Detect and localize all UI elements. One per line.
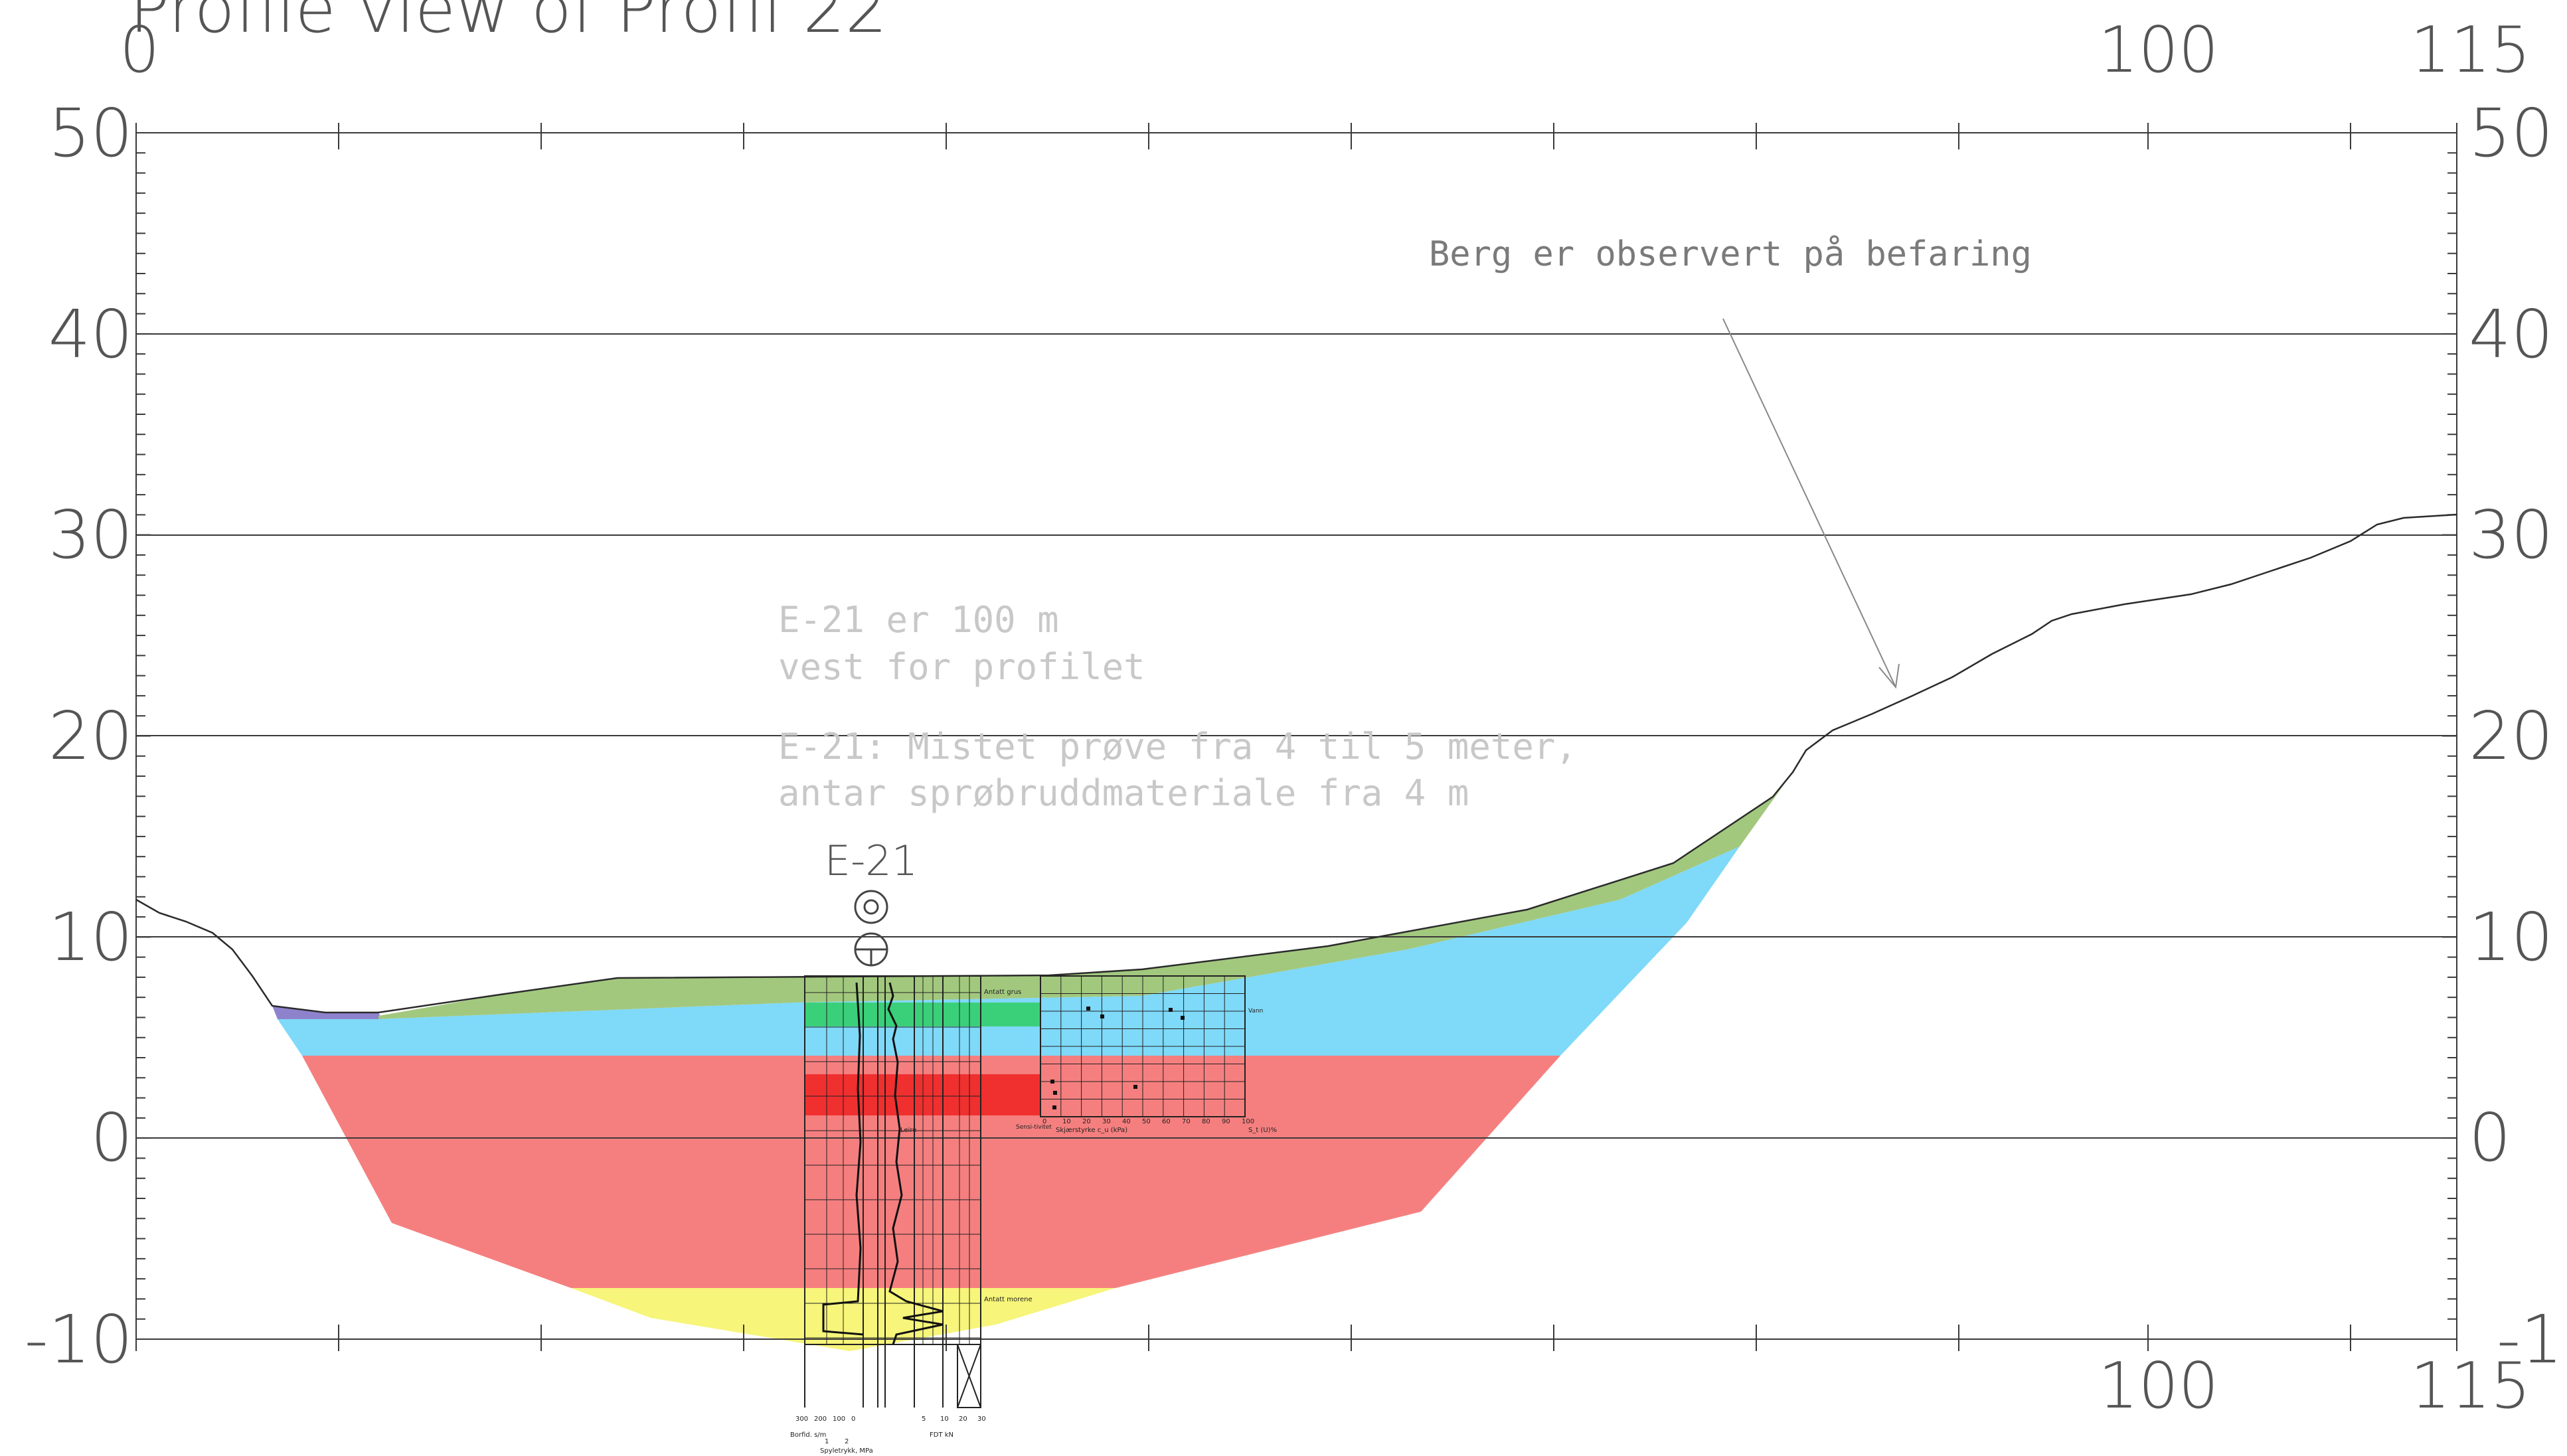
log-grid: [805, 975, 1246, 1344]
e21-lost-line1: E-21: Mistet prøve fra 4 til 5 meter,: [778, 726, 1577, 768]
borehole-circle-inner: [863, 899, 879, 915]
shear-point-5: [1050, 1080, 1054, 1084]
shear-point-3: [1169, 1008, 1173, 1012]
right-y-label-10: 10: [2469, 898, 2553, 976]
shear-scale-tick: 100: [1242, 1118, 1254, 1125]
left-y-axis-labels: 50 40 30 20 10 0 -10: [25, 94, 133, 1378]
left-scale-tick: 0: [851, 1416, 855, 1423]
left-subscale-tick: 2: [845, 1438, 849, 1445]
right-y-label-minus10: -10: [2497, 1301, 2567, 1378]
left-subscale-tick: 1: [825, 1438, 829, 1445]
shear-scale-tick: 10: [1062, 1118, 1071, 1125]
y-label-10: 10: [48, 898, 133, 976]
right-y-label-0: 0: [2469, 1099, 2511, 1176]
e21-note-line2: vest for profilet: [778, 646, 1145, 688]
left-scale-tick: 100: [833, 1416, 845, 1423]
berg-arrow-line: [1722, 318, 1896, 688]
label-ftf: FDT kN: [930, 1431, 953, 1439]
shear-scale-tick: 20: [1082, 1118, 1091, 1125]
top-x-label-0: 0: [120, 14, 159, 87]
terrain-surface-line: [135, 513, 2457, 1014]
bottom-x-label-100: 100: [2098, 1350, 2218, 1423]
mid-scale-tick: 5: [922, 1416, 926, 1423]
blue-layer: [278, 847, 1740, 1056]
grid: [135, 123, 2457, 1351]
label-sensitivity: Sensi-tivitet: [1016, 1124, 1052, 1131]
shear-point-6: [1053, 1091, 1057, 1095]
borehole-symbol: [854, 890, 888, 967]
bottom-x-label-115: 115: [2410, 1350, 2530, 1423]
right-y-label-30: 30: [2469, 496, 2553, 574]
y-label-40: 40: [48, 295, 133, 373]
shear-point-1: [1086, 1007, 1090, 1011]
shear-scale-tick: 70: [1182, 1118, 1191, 1125]
flush-trace: [822, 982, 864, 1336]
shear-point-8: [1052, 1105, 1056, 1109]
log-frame-main: [804, 975, 981, 1345]
label-bore-resistance: Borfid. s/m: [790, 1431, 826, 1439]
top-layer-green: [378, 772, 1793, 1019]
drawing-title: Profile view of Profil 22: [129, 0, 887, 48]
label-soil: Leire: [900, 1127, 916, 1134]
mid-scale-tick: 30: [977, 1416, 986, 1423]
right-y-axis-labels: 50 40 30 20 10 0 -10: [2469, 94, 2567, 1378]
resistance-trace: [887, 982, 944, 1345]
top-x-label-115: 115: [2410, 14, 2530, 87]
label-top-layer: Antatt grus: [984, 989, 1021, 996]
label-st: S_t (U)%: [1248, 1127, 1277, 1134]
y-label-30: 30: [48, 496, 133, 574]
label-shear: Skjærstyrke c_u (kPa): [1056, 1127, 1127, 1134]
right-y-label-20: 20: [2469, 697, 2553, 775]
shear-point-4: [1181, 1016, 1185, 1020]
mid-scale-tick: 20: [959, 1416, 967, 1423]
borehole-log: Antatt grus Antatt morene Leire Borfid. …: [790, 975, 1277, 1455]
top-x-label-100: 100: [2098, 14, 2218, 87]
shear-scale-tick: 0: [1042, 1118, 1046, 1125]
label-water: Vann: [1248, 1008, 1263, 1014]
right-y-label-40: 40: [2469, 295, 2553, 373]
label-bottom-layer: Antatt morene: [984, 1296, 1033, 1303]
e21-note-line1: E-21 er 100 m: [778, 599, 1059, 641]
shear-scale-tick: 90: [1222, 1118, 1230, 1125]
shear-point-7: [1133, 1085, 1137, 1089]
e21-lost-line2: antar sprøbruddmateriale fra 4 m: [778, 772, 1469, 814]
shear-points: [1050, 1007, 1185, 1109]
soil-layers: [272, 772, 1793, 1351]
mid-scale-tick: 10: [940, 1416, 949, 1423]
y-label-0: 0: [90, 1099, 133, 1176]
shear-scale-tick: 40: [1122, 1118, 1131, 1125]
y-label-50: 50: [48, 94, 133, 172]
axis-ticks: [135, 123, 2457, 1351]
shear-scale-tick: 50: [1142, 1118, 1151, 1125]
y-label-minus10: -10: [25, 1301, 133, 1378]
shear-scale-tick: 60: [1162, 1118, 1171, 1125]
y-label-20: 20: [48, 697, 133, 775]
red-layer: [302, 1056, 1560, 1288]
shear-scale-tick: 30: [1102, 1118, 1111, 1125]
log-bottom-diag-2: [957, 1344, 981, 1408]
left-scale-tick: 300: [795, 1416, 808, 1423]
label-flush-pressure: Spyletrykk, MPa: [820, 1447, 873, 1455]
berg-annotation: Berg er observert på befaring: [1429, 234, 2032, 274]
left-scale-tick: 200: [814, 1416, 827, 1423]
berg-arrow-head: [1878, 663, 1900, 689]
borehole-circle-outer: [854, 890, 888, 924]
borehole-id: E-21: [825, 837, 918, 885]
right-y-label-50: 50: [2469, 94, 2553, 172]
log-frame: [804, 975, 1246, 1408]
shear-scale-tick: 80: [1202, 1118, 1210, 1125]
shear-point-2: [1100, 1014, 1104, 1018]
